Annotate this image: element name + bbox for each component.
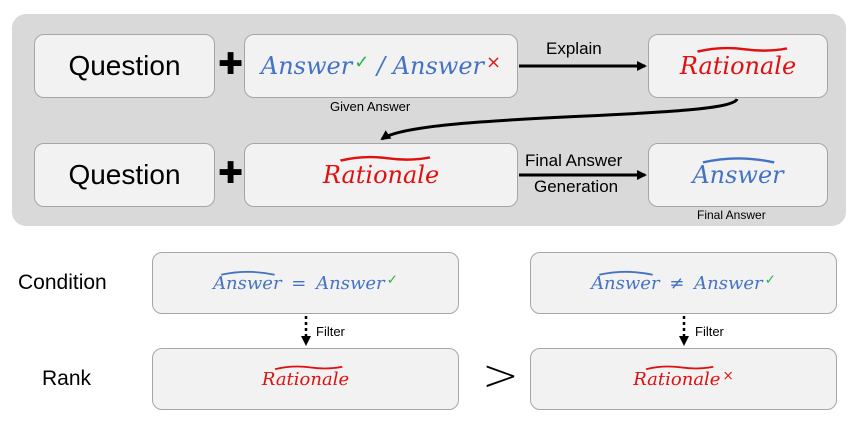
final-answer-box: Answer — [648, 143, 828, 207]
rationale-box-1: Rationale — [648, 34, 828, 98]
rationale-tilde-2: Rationale — [322, 155, 440, 189]
question-box-2: Question — [34, 143, 215, 207]
final-answer-gen-label-1: Final Answer — [525, 151, 623, 170]
answer-slash: / — [376, 52, 386, 80]
condition-left-rhs: Answer — [316, 272, 385, 294]
condition-right-lhs: Answer — [591, 272, 660, 294]
answer-correct: Answer — [260, 52, 353, 80]
condition-left-op: = — [291, 272, 307, 294]
compare-symbol: > — [482, 350, 519, 401]
cross-icon-2: × — [722, 367, 734, 384]
filter-label-left: Filter — [316, 324, 345, 339]
rank-left-text: Rationale — [261, 368, 350, 390]
rank-label: Rank — [42, 367, 92, 390]
tilde-icon-4 — [645, 365, 714, 370]
rationale-text-1: Rationale — [679, 52, 797, 80]
condition-left-lhs: Answer — [213, 272, 282, 294]
condition-notequal: Answer ≠ Answer✓ — [591, 270, 776, 294]
plus-icon-2: ✚ — [218, 156, 244, 191]
condition-right-lhs-wrap: Answer — [591, 270, 660, 294]
rank-right-wrap: Rationale× — [633, 365, 734, 390]
check-icon-2: ✓ — [386, 271, 398, 288]
check-icon-3: ✓ — [764, 271, 776, 288]
answer-wrong: Answer — [392, 52, 485, 80]
filter-label-right: Filter — [695, 324, 724, 339]
answer-box: Answer✓ / Answer× — [244, 34, 518, 98]
final-answer-label: Final Answer — [697, 208, 766, 222]
check-icon-1: ✓ — [354, 51, 370, 73]
condition-left-lhs-wrap: Answer — [213, 270, 282, 294]
question-label-2: Question — [68, 159, 181, 190]
condition-right-rhs: Answer — [694, 272, 763, 294]
hat-icon — [702, 157, 775, 164]
rationale-text-2: Rationale — [322, 161, 440, 189]
rank-left-wrap: Rationale — [261, 365, 350, 390]
hat-icon-right — [599, 270, 653, 276]
condition-box-left: Answer = Answer✓ — [152, 252, 459, 314]
hat-icon-left — [221, 270, 275, 276]
condition-box-right: Answer ≠ Answer✓ — [530, 252, 837, 314]
cross-icon-1: × — [486, 51, 502, 73]
tilde-icon-1 — [696, 46, 788, 53]
question-box-1: Question — [34, 34, 215, 98]
answer-hat-wrap: Answer — [692, 157, 784, 189]
return-arrow — [380, 97, 739, 141]
rationale-tilde-1: Rationale — [679, 46, 797, 80]
rank-right-text: Rationale — [633, 368, 721, 390]
answer-hat-text: Answer — [692, 161, 784, 189]
condition-equal: Answer = Answer✓ — [213, 270, 398, 294]
question-label-1: Question — [68, 50, 181, 81]
condition-right-op: ≠ — [669, 272, 685, 294]
final-answer-gen-label-2: Generation — [534, 177, 619, 196]
tilde-icon-3 — [274, 365, 343, 370]
tilde-icon-2 — [339, 155, 431, 162]
condition-label: Condition — [18, 271, 107, 294]
answer-pair: Answer✓ / Answer× — [261, 52, 501, 80]
explain-label: Explain — [546, 39, 602, 58]
rank-box-left: Rationale — [152, 348, 459, 410]
plus-icon-1: ✚ — [218, 47, 244, 82]
given-answer-label: Given Answer — [330, 99, 411, 114]
rank-box-right: Rationale× — [530, 348, 837, 410]
rank-right-tilde: Rationale — [633, 365, 721, 390]
rationale-box-2: Rationale — [244, 143, 518, 207]
